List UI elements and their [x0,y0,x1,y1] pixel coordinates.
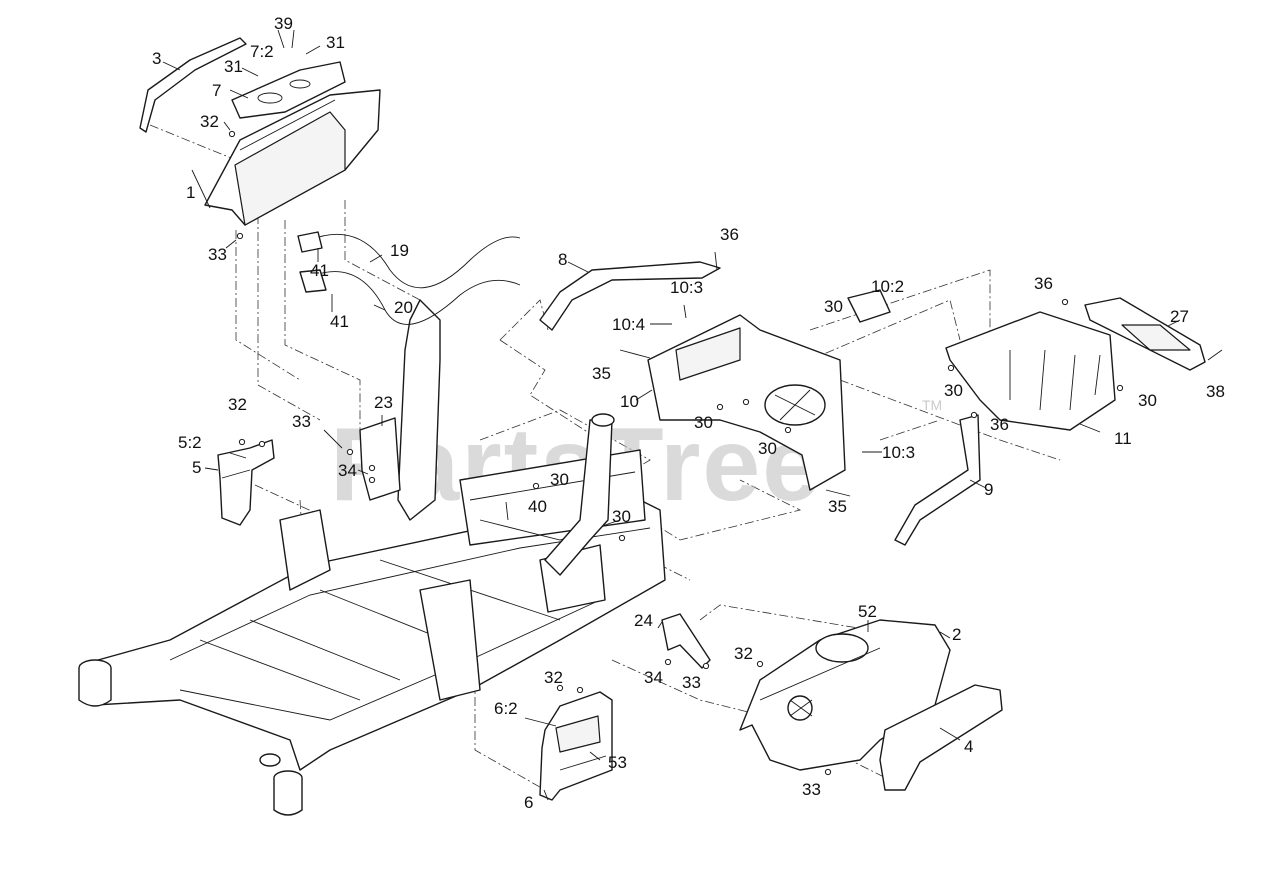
callout-5-2: 5:2 [178,433,202,452]
callout-34-a: 34 [338,461,357,480]
part-23-bracket [359,417,401,501]
callout-32-d: 32 [734,644,753,663]
callout-41-a: 41 [310,261,329,280]
callout-30-c: 30 [694,413,713,432]
callout-10-3-lower: 10:3 [882,443,915,462]
part-24-bracket [661,613,711,669]
callout-10: 10 [620,392,639,411]
callout-36-c: 36 [990,415,1009,434]
callout-32-b: 32 [228,395,247,414]
callout-33-b: 33 [292,412,311,431]
chassis-frame [78,299,666,816]
part-2-fender [739,619,951,771]
part-10-2-tube [847,289,891,323]
callout-labels: 1 2 3 4 5 5:2 6 6:2 7 7:2 8 9 10 10:2 10… [152,14,1225,812]
callout-32-c: 32 [544,668,563,687]
callout-35-a: 35 [592,364,611,383]
callout-27: 27 [1170,307,1189,326]
callout-34-b: 34 [644,668,663,687]
callout-38: 38 [1206,382,1225,401]
callout-31-left: 31 [224,57,243,76]
callout-7-2: 7:2 [250,42,274,61]
part-27-cover [1084,297,1206,371]
part-11-shield [945,311,1116,431]
callout-10-3-upper: 10:3 [670,278,703,297]
callout-9: 9 [984,480,993,499]
callout-33-a: 33 [208,245,227,264]
callout-2: 2 [952,625,961,644]
callout-32-a: 32 [200,112,219,131]
part-5-bracket [217,439,275,526]
callout-6-2: 6:2 [494,699,518,718]
callout-11: 11 [1114,429,1132,448]
callout-39: 39 [274,14,293,33]
part-9-brace [894,414,981,546]
callout-30-d: 30 [758,439,777,458]
callout-19: 19 [390,241,409,260]
callout-31-right: 31 [326,33,345,52]
watermark-trademark: TM [922,397,942,413]
callout-52: 52 [858,602,877,621]
callout-6: 6 [524,793,533,812]
callout-41-b: 41 [330,312,349,331]
callout-10-4: 10:4 [612,315,645,334]
part-7-plate [231,61,346,119]
callout-leader-lines [162,29,1181,801]
callout-4: 4 [964,737,973,756]
callout-1: 1 [186,183,195,202]
callout-33-c: 33 [682,673,701,692]
part-6-bracket [539,691,613,801]
callout-7: 7 [212,81,221,100]
callout-8: 8 [558,250,567,269]
callout-30-a: 30 [550,470,569,489]
hardware-fasteners [228,130,1223,776]
part-3-trim-strip [139,37,247,133]
callout-5: 5 [192,458,201,477]
callout-30-e: 30 [944,381,963,400]
callout-30-f: 30 [1138,391,1157,410]
callout-30-b: 30 [612,507,631,526]
part-8-support-plate [539,261,721,331]
callout-24: 24 [634,611,653,630]
part-1-console-cover [204,89,381,226]
callout-10-2: 10:2 [871,277,904,296]
callout-40: 40 [528,497,547,516]
callout-33-d: 33 [802,780,821,799]
callout-36-b: 36 [1034,274,1053,293]
callout-23: 23 [374,393,393,412]
callout-53: 53 [608,753,627,772]
parts-19-20-cables [297,231,521,325]
callout-30-g: 30 [824,297,843,316]
callout-20: 20 [394,298,413,317]
callout-36-a: 36 [720,225,739,244]
callout-3: 3 [152,49,161,68]
callout-35-b: 35 [828,497,847,516]
part-4-pad [879,684,1003,791]
